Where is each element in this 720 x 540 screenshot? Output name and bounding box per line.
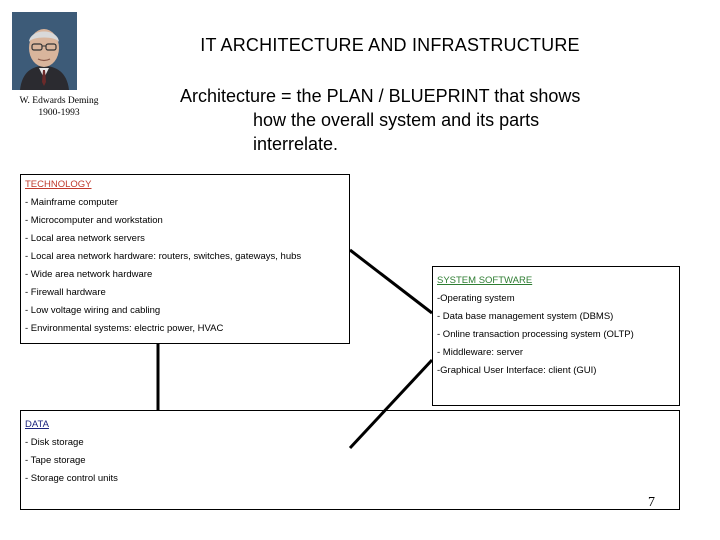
list-item: - Data base management system (DBMS) bbox=[437, 311, 614, 322]
system-software-list: -Operating system - Data base management… bbox=[437, 293, 634, 383]
list-item: -Operating system bbox=[437, 293, 515, 304]
technology-list: - Mainframe computer - Microcomputer and… bbox=[25, 197, 301, 341]
list-item: - Local area network servers bbox=[25, 233, 145, 244]
list-item: - Online transaction processing system (… bbox=[437, 329, 634, 340]
list-item: - Storage control units bbox=[25, 473, 118, 484]
list-item: - Disk storage bbox=[25, 437, 84, 448]
connector-tech-to-system bbox=[349, 248, 433, 315]
list-item: -Graphical User Interface: client (GUI) bbox=[437, 365, 597, 376]
list-item: - Wide area network hardware bbox=[25, 269, 153, 280]
portrait-caption: W. Edwards Deming 1900-1993 bbox=[4, 95, 114, 119]
definition-line: how the overall system and its parts bbox=[253, 110, 540, 130]
system-software-box: SYSTEM SOFTWARE -Operating system - Data… bbox=[432, 266, 680, 406]
list-item: - Environmental systems: electric power,… bbox=[25, 323, 224, 334]
list-item: - Firewall hardware bbox=[25, 287, 106, 298]
technology-box: TECHNOLOGY - Mainframe computer - Microc… bbox=[20, 174, 350, 344]
caption-name: W. Edwards Deming bbox=[19, 96, 99, 106]
caption-years: 1900-1993 bbox=[38, 108, 80, 118]
definition-line: Architecture = the PLAN / BLUEPRINT that… bbox=[180, 86, 581, 106]
list-item: - Middleware: server bbox=[437, 347, 524, 358]
portrait-illustration bbox=[12, 12, 77, 90]
list-item: - Microcomputer and workstation bbox=[25, 215, 163, 226]
page-number: 7 bbox=[648, 495, 655, 510]
definition-line: interrelate. bbox=[253, 134, 339, 154]
architecture-definition: Architecture = the PLAN / BLUEPRINT that… bbox=[180, 84, 640, 156]
list-item: - Mainframe computer bbox=[25, 197, 118, 208]
list-item: - Local area network hardware: routers, … bbox=[25, 251, 302, 262]
portrait-photo bbox=[12, 12, 77, 90]
slide-title: IT ARCHITECTURE AND INFRASTRUCTURE bbox=[200, 35, 580, 55]
list-item: - Low voltage wiring and cabling bbox=[25, 305, 161, 316]
data-box: DATA - Disk storage - Tape storage - Sto… bbox=[20, 410, 680, 510]
data-heading: DATA bbox=[25, 419, 49, 430]
data-list: - Disk storage - Tape storage - Storage … bbox=[25, 437, 118, 491]
technology-heading: TECHNOLOGY bbox=[25, 179, 92, 190]
system-software-heading: SYSTEM SOFTWARE bbox=[437, 275, 533, 286]
list-item: - Tape storage bbox=[25, 455, 86, 466]
